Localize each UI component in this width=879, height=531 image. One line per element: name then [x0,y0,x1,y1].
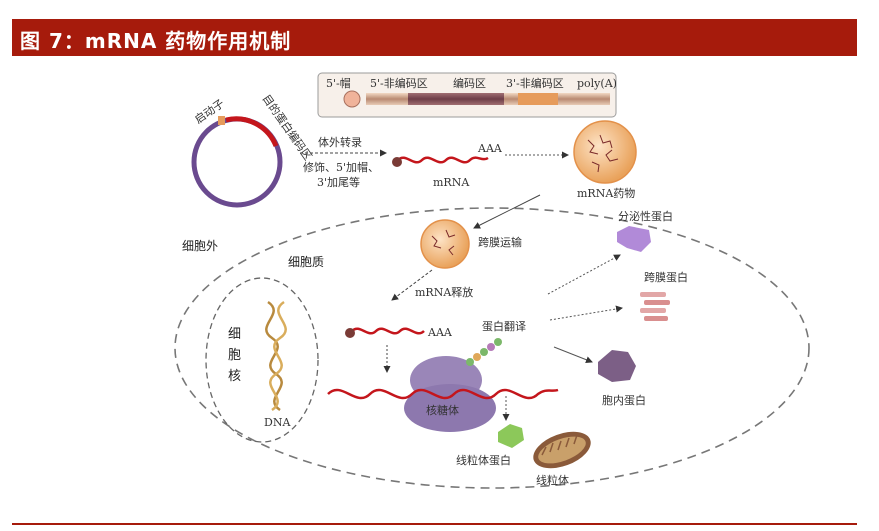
bottom-rule [12,523,857,525]
nucleus: 细 胞 核 DNA [205,277,319,443]
mrna-release-label: mRNA释放 [415,285,473,299]
mrna-drug-label: mRNA药物 [577,186,635,200]
translation-complex: 核糖体 [327,338,559,432]
transmembrane-protein-shape [640,292,670,321]
utr3-label: 3'-非编码区 [506,76,564,90]
ivt-label: 体外转录 [318,135,362,149]
mito-protein-label: 线粒体蛋白 [456,453,511,467]
released-mrna: AAA [345,326,453,339]
ribosome-large-subunit [404,384,496,432]
figure-title-bar: 图 7：mRNA 药物作用机制 [12,19,857,56]
coding-region-segment [408,93,504,105]
dna-label: DNA [264,416,291,429]
secreted-protein-label: 分泌性蛋白 [618,209,673,223]
transmembrane-arrow [549,305,623,321]
synthesized-mrna: AAA mRNA [392,142,503,189]
extracellular-label: 细胞外 [182,239,218,253]
mrna-drug-lnp: mRNA药物 [573,120,637,200]
target-gene-label: 目的蛋白编码区 [260,92,316,163]
mrna-structure-panel: 5'-帽 5'-非编码区 编码区 3'-非编码区 poly(A) [317,72,617,118]
cytoplasm-label: 细胞质 [288,255,324,269]
nucleus-char-2: 胞 [228,348,241,363]
mrna-cap [392,157,402,167]
translation-label: 蛋白翻译 [482,319,526,333]
dna-strand-2 [269,300,287,412]
dna-strand-1 [265,300,283,412]
mrna-label: mRNA [433,176,470,189]
secreted-arrow [547,254,621,295]
utr3-segment [518,93,558,105]
cap-label: 5'-帽 [326,77,351,90]
internalized-lnp [420,219,470,269]
mitochondrion-label: 线粒体 [536,473,569,487]
figure-title: 图 7：mRNA 药物作用机制 [20,29,292,53]
nascent-peptide [466,338,502,366]
target-gene-arc [225,116,279,148]
nucleus-char-1: 细 [228,327,241,342]
polya-tail-label-top: AAA [477,142,503,155]
modify-label-1: 修饰、5'加帽、 [303,160,379,174]
utr5-label: 5'-非编码区 [370,76,428,90]
ribosome-label: 核糖体 [426,403,459,417]
translating-mrna [327,388,559,400]
polya-tail-label-cyto: AAA [427,326,453,339]
cap-circle [343,90,361,108]
intracellular-protein-shape [598,350,636,382]
promoter-marker [218,116,225,125]
coding-label: 编码区 [453,76,486,90]
polya-label: poly(A) [577,77,617,90]
modify-label-2: 3'加尾等 [317,175,360,189]
release-arrow [391,269,433,301]
intracellular-arrow [553,346,593,364]
uptake-arrow [473,194,541,229]
cell-membrane [174,207,810,489]
mito-protein-shape [498,424,524,448]
plasmid: 启动子 目的蛋白编码区 [191,92,316,208]
membrane-transport-label: 跨膜运输 [478,235,522,249]
transmembrane-protein-label: 跨膜蛋白 [644,270,688,284]
nucleus-char-3: 核 [228,369,241,384]
secreted-protein-shape [617,226,651,252]
mitochondrion-shape [533,431,591,469]
intracellular-protein-label: 胞内蛋白 [602,393,646,407]
